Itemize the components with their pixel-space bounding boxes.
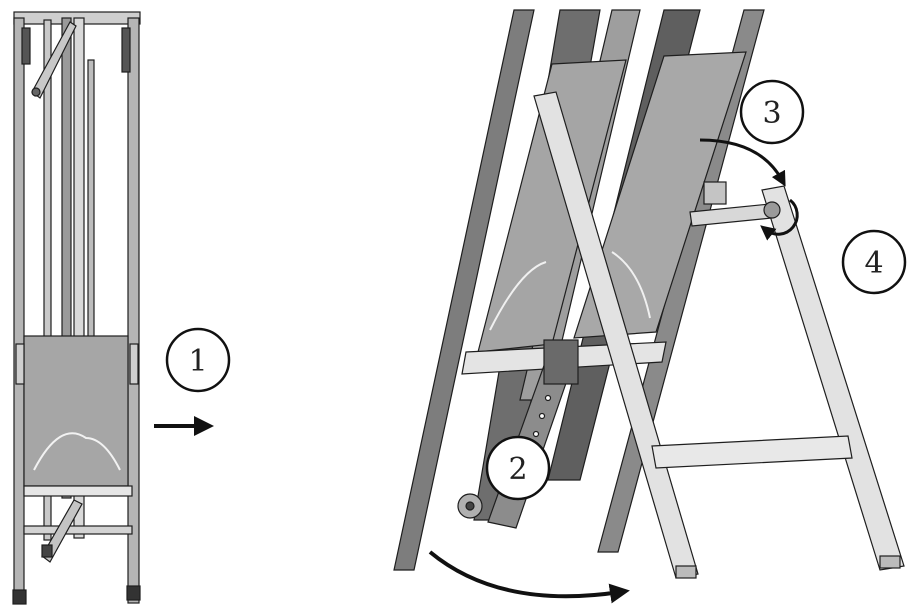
top-cap-right <box>121 27 131 73</box>
rear-leg-left <box>393 9 535 571</box>
foot-left <box>12 589 27 605</box>
step-3-circle <box>739 79 805 145</box>
caster-hub <box>465 501 475 511</box>
foot-right <box>126 585 141 601</box>
right-upright <box>127 17 140 604</box>
step-3-marker: 3 <box>739 79 805 145</box>
foot-front-right <box>879 555 901 569</box>
folded-shelf <box>23 485 133 497</box>
step-4-circle <box>841 229 907 295</box>
leg-collar <box>543 339 579 385</box>
adjust-hole-1 <box>544 394 552 402</box>
latch-knob <box>763 201 781 219</box>
inner-rail-c <box>73 17 85 539</box>
unfolded-frame <box>393 9 905 579</box>
panel-right <box>573 51 747 339</box>
rotate-arrow-inner <box>760 198 799 241</box>
pivot-bolt <box>31 87 41 97</box>
left-upright <box>13 17 25 604</box>
inner-rail-a <box>43 19 52 541</box>
lower-crossbar <box>23 525 133 535</box>
panel-left-arc <box>489 261 547 331</box>
adjust-hole-3 <box>532 430 540 438</box>
foot-front-left <box>675 565 697 579</box>
step-2-label: 2 <box>508 452 527 487</box>
step-3-label: 3 <box>762 96 781 131</box>
step-1-marker: 1 <box>165 327 231 393</box>
step-4-label: 4 <box>864 246 883 281</box>
foot-inner <box>41 544 53 558</box>
step-2-marker: 2 <box>485 435 551 501</box>
inner-rail-b <box>61 17 72 499</box>
step-2-circle <box>485 435 551 501</box>
rotate-arrow-outer <box>699 138 786 187</box>
step-1-label: 1 <box>188 344 207 379</box>
panel-right-arc <box>611 251 651 319</box>
panel-clip-left <box>15 343 25 385</box>
swing-arrow <box>428 550 630 604</box>
folded-frame <box>12 11 141 605</box>
panel-arc <box>33 432 121 471</box>
top-cap-left <box>21 27 31 65</box>
panel-clip-right <box>129 343 139 385</box>
latch-bracket <box>703 181 727 205</box>
folded-panel <box>23 335 129 487</box>
step-4-marker: 4 <box>841 229 907 295</box>
adjust-hole-2 <box>538 412 546 420</box>
step-1-circle <box>165 327 231 393</box>
front-crossbar <box>651 435 853 469</box>
